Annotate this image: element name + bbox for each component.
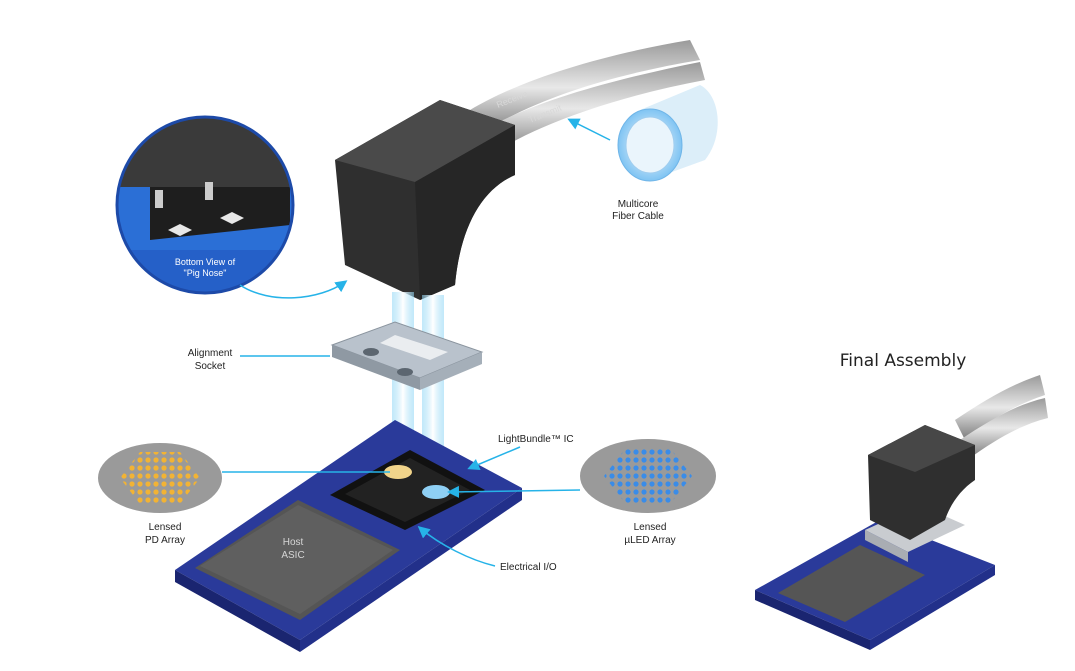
- bottom-view-line2: "Pig Nose": [184, 268, 227, 278]
- final-assembly-title: Final Assembly: [840, 351, 967, 371]
- final-assembly-illustration: [755, 375, 1048, 650]
- uled-array-inset: Lensed µLED Array: [447, 439, 716, 546]
- host-asic-line1: Host: [283, 537, 304, 548]
- electrical-io-label: Electrical I/O: [500, 562, 557, 573]
- bottom-view-line1: Bottom View of: [175, 257, 236, 267]
- pd-array-inset: Lensed PD Array: [98, 443, 390, 546]
- lightbundle-label: LightBundle™ IC: [498, 434, 574, 445]
- multicore-fiber-inset: Multicore Fiber Cable: [567, 85, 718, 222]
- pd-line2: PD Array: [145, 535, 185, 546]
- pig-nose-head: [335, 100, 515, 300]
- main-substrate: Host ASIC: [175, 420, 522, 652]
- fiber-cable: Receive Transmit: [470, 40, 705, 155]
- alignment-line1: Alignment: [188, 348, 233, 359]
- alignment-socket: [330, 321, 484, 390]
- alignment-line2: Socket: [195, 361, 226, 372]
- multicore-line1: Multicore: [618, 199, 659, 210]
- pd-line1: Lensed: [149, 522, 182, 533]
- uled-leader: [447, 485, 581, 498]
- electrical-leader: [417, 526, 496, 567]
- host-asic-line2: ASIC: [281, 550, 304, 561]
- multicore-line2: Fiber Cable: [612, 211, 664, 222]
- lightbundle-leader: [467, 446, 521, 471]
- uled-line2: µLED Array: [624, 535, 675, 546]
- uled-line1: Lensed: [634, 522, 667, 533]
- bottom-view-magnifier: Bottom View of "Pig Nose": [115, 115, 348, 299]
